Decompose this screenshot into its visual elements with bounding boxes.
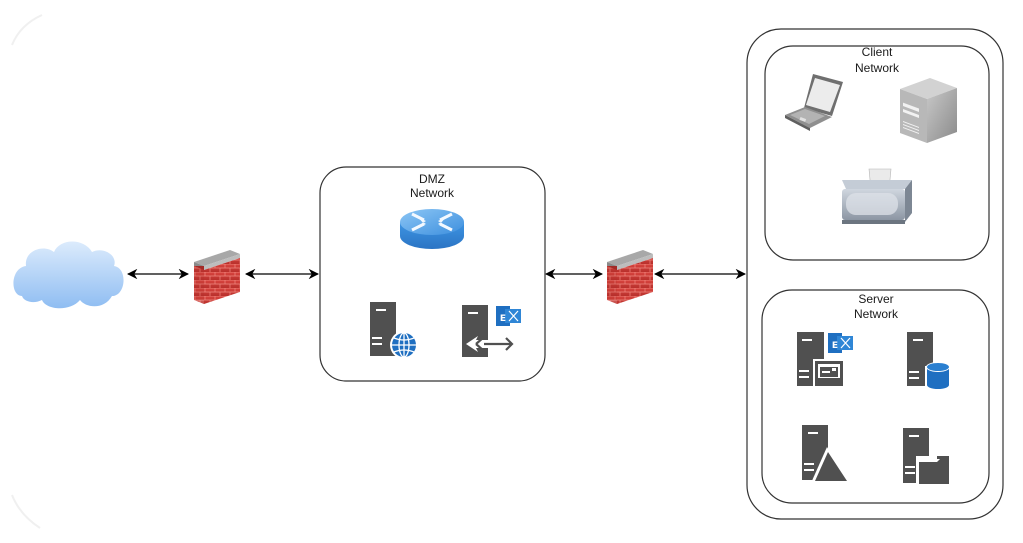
- client-label-line2: Network: [855, 61, 900, 75]
- firewall-icon: [607, 250, 653, 304]
- cloud-icon[interactable]: [13, 241, 124, 309]
- dmz-network[interactable]: DMZ Network: [319, 166, 546, 382]
- corner-decoration: [11, 14, 43, 46]
- firewall-inner[interactable]: [607, 250, 653, 304]
- server-label-line1: Server: [858, 292, 893, 306]
- client-network[interactable]: Client Network: [764, 45, 990, 261]
- laptop-icon[interactable]: [785, 74, 843, 131]
- firewall-icon: [194, 250, 240, 304]
- client-label-line1: Client: [862, 45, 893, 59]
- domain-controller-server-icon[interactable]: [802, 425, 851, 483]
- dmz-label-line1: DMZ: [419, 172, 445, 186]
- firewall-outer[interactable]: [194, 250, 240, 304]
- database-server-icon[interactable]: [907, 332, 951, 391]
- server-network-container: [761, 289, 990, 504]
- tower-pc-icon[interactable]: [900, 78, 957, 143]
- router-icon[interactable]: [400, 209, 464, 249]
- corner-decoration: [11, 494, 41, 529]
- exchange-mailbox-server-icon[interactable]: E: [797, 332, 853, 386]
- client-network-container: [764, 45, 990, 261]
- file-server-icon[interactable]: [903, 428, 950, 485]
- server-network[interactable]: Server Network E: [761, 289, 990, 504]
- exchange-badge: E: [832, 341, 838, 351]
- web-server-icon[interactable]: [370, 302, 418, 359]
- dmz-label-line2: Network: [410, 186, 455, 200]
- printer-icon[interactable]: [842, 168, 912, 224]
- exchange-edge-server-icon[interactable]: E: [462, 305, 521, 357]
- internal-network[interactable]: Client Network: [746, 28, 1004, 520]
- server-label-line2: Network: [854, 307, 899, 321]
- exchange-badge: E: [500, 314, 506, 324]
